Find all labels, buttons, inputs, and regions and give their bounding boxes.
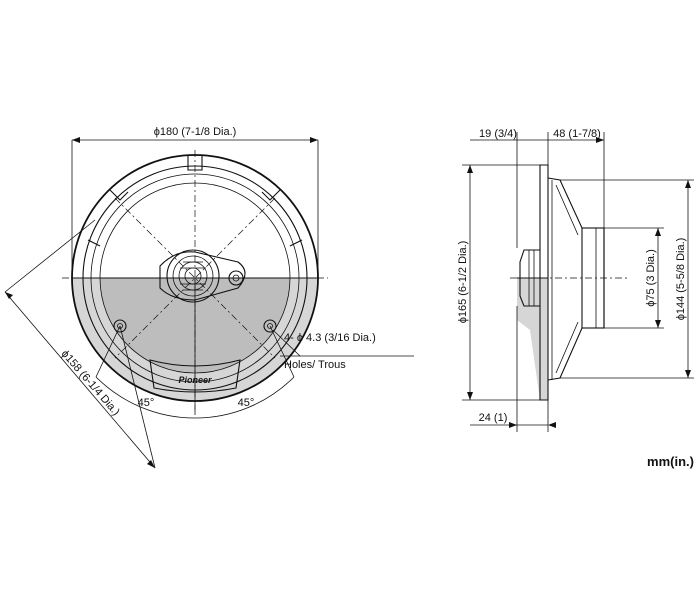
body-depth-dimension: 48 (1-7/8) [548,128,605,228]
holes-label-line2: Holes/ Trous [284,359,346,371]
mounting-hole-left [113,319,127,333]
tweeter-protrusion-dimension: 24 (1) [470,306,556,432]
frame-diameter-label: ϕ144 (5-5/8 Dia.) [675,238,687,321]
angle-right-label: 45° [238,397,255,409]
side-lower-shading [517,278,548,400]
flange-depth-label: 19 (3/4) [479,128,517,140]
flange-depth-dimension: 19 (3/4) [470,128,549,248]
angle-left-label: 45° [138,397,155,409]
outer-diameter-dimension: ϕ180 (7-1/8 Dia.) [71,126,319,278]
front-view: Pioneer ϕ180 (7-1/8 Dia.) ϕ158 (6-1/4 Di… [4,126,414,469]
mounting-hole-right [263,319,277,333]
side-view: 19 (3/4) 48 (1-7/8) ϕ165 (6-1/2 Dia.) ϕ7… [457,128,694,432]
holes-label-line1: 4- ϕ 4.3 (3/16 Dia.) [284,332,376,344]
outer-diameter-label: ϕ180 (7-1/8 Dia.) [154,126,237,138]
cutout-diameter-dimension: ϕ165 (6-1/2 Dia.) [457,164,540,401]
tweeter-protrusion-label: 24 (1) [479,412,508,424]
cutout-diameter-label: ϕ165 (6-1/2 Dia.) [457,241,469,324]
tweeter-assembly [159,249,246,303]
magnet-diameter-label: ϕ75 (3 Dia.) [645,249,657,307]
body-depth-label: 48 (1-7/8) [553,128,601,140]
frame-diameter-dimension: ϕ144 (5-5/8 Dia.) [560,179,694,379]
hole-angle-dimension: 45° 45° [95,278,295,419]
units-label: mm(in.) [647,454,694,469]
rim-notches [87,156,303,247]
magnet-diameter-dimension: ϕ75 (3 Dia.) [604,227,664,329]
holes-callout: 4- ϕ 4.3 (3/16 Dia.) Holes/ Trous [272,329,414,371]
side-tweeter-protrusion [519,249,540,307]
